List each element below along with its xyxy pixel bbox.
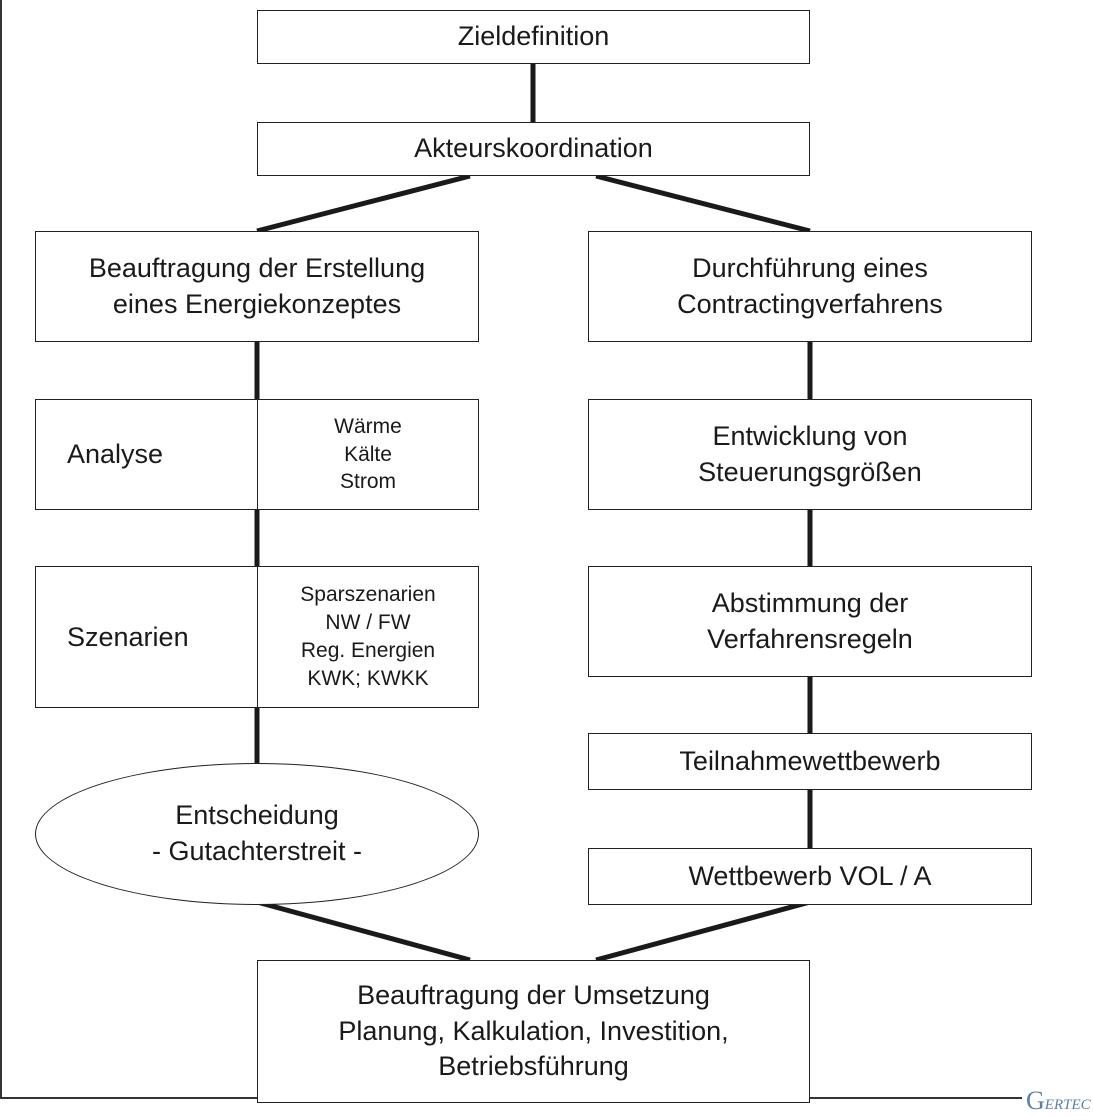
node-text-line: Betriebsführung bbox=[438, 1051, 629, 1082]
node-text-line: Steuerungsgrößen bbox=[698, 456, 922, 487]
node-durchfuehrung: Durchführung eines Contractingverfahrens bbox=[588, 231, 1032, 342]
connector-entscheidung-umsetzung bbox=[256, 899, 471, 963]
analyse-item: Strom bbox=[339, 470, 396, 494]
node-teilnahmewettbewerb: Teilnahmewettbewerb bbox=[588, 733, 1032, 790]
node-wettbewerb: Wettbewerb VOL / A bbox=[588, 848, 1032, 905]
node-text-line: - Gutachterstreit - bbox=[151, 836, 363, 866]
node-beauftragung-erstellung: Beauftragung der Erstellung eines Energi… bbox=[35, 231, 479, 342]
node-zieldefinition-text: Zieldefinition bbox=[457, 21, 610, 52]
node-szenarien-label: Szenarien bbox=[36, 567, 258, 707]
node-text-line: eines Energiekonzeptes bbox=[112, 288, 402, 319]
node-text-line: Durchführung eines bbox=[692, 252, 928, 283]
node-text-line: Planung, Kalkulation, Investition, bbox=[338, 1015, 729, 1046]
node-abstimmung: Abstimmung der Verfahrensregeln bbox=[588, 566, 1032, 677]
analyse-item: Kälte bbox=[344, 442, 392, 466]
gertec-logo: GERTEC bbox=[1026, 1086, 1091, 1116]
node-text-line: Abstimmung der bbox=[711, 587, 909, 618]
node-entwicklung: Entwicklung von Steuerungsgrößen bbox=[588, 399, 1032, 510]
node-akteurskoordination-text: Akteurskoordination bbox=[414, 133, 653, 164]
szenarien-item: Reg. Energien bbox=[300, 639, 436, 662]
node-text-line: Contractingverfahrens bbox=[677, 288, 943, 319]
node-entscheidung: Entscheidung - Gutachterstreit - bbox=[35, 763, 479, 905]
node-analyse-label: Analyse bbox=[36, 400, 258, 509]
node-text-line: Beauftragung der Erstellung bbox=[88, 252, 426, 283]
node-analyse: Analyse Wärme Kälte Strom bbox=[35, 399, 479, 510]
node-szenarien: Szenarien Sparszenarien NW / FW Reg. Ene… bbox=[35, 566, 479, 708]
szenarien-item: Sparszenarien bbox=[300, 583, 436, 607]
node-beauftragung-umsetzung: Beauftragung der Umsetzung Planung, Kalk… bbox=[257, 960, 810, 1103]
frame-left-border bbox=[0, 0, 2, 1098]
node-analyse-items: Wärme Kälte Strom bbox=[258, 400, 478, 509]
connector-akteur-beauftragung bbox=[256, 173, 471, 234]
connector-akteur-durchfuehrung bbox=[595, 173, 811, 234]
logo-rest: ERTEC bbox=[1044, 1097, 1091, 1113]
node-text-line: Verfahrensregeln bbox=[707, 623, 913, 654]
szenarien-item: NW / FW bbox=[325, 611, 411, 635]
node-text-line: Entscheidung bbox=[175, 800, 339, 831]
node-zieldefinition: Zieldefinition bbox=[257, 10, 810, 64]
node-szenarien-items: Sparszenarien NW / FW Reg. Energien KWK;… bbox=[258, 567, 478, 707]
node-wettbewerb-text: Wettbewerb VOL / A bbox=[688, 860, 932, 891]
node-teilnahmewettbewerb-text: Teilnahmewettbewerb bbox=[679, 745, 941, 776]
node-text-line: Beauftragung der Umsetzung bbox=[357, 980, 710, 1011]
analyse-item: Wärme bbox=[334, 414, 402, 438]
node-akteurskoordination: Akteurskoordination bbox=[257, 122, 810, 176]
szenarien-item: KWK; KWKK bbox=[307, 666, 429, 690]
logo-initial: G bbox=[1026, 1086, 1045, 1115]
node-text-line: Entwicklung von bbox=[712, 420, 908, 451]
connector-wettbewerb-umsetzung bbox=[595, 899, 811, 963]
